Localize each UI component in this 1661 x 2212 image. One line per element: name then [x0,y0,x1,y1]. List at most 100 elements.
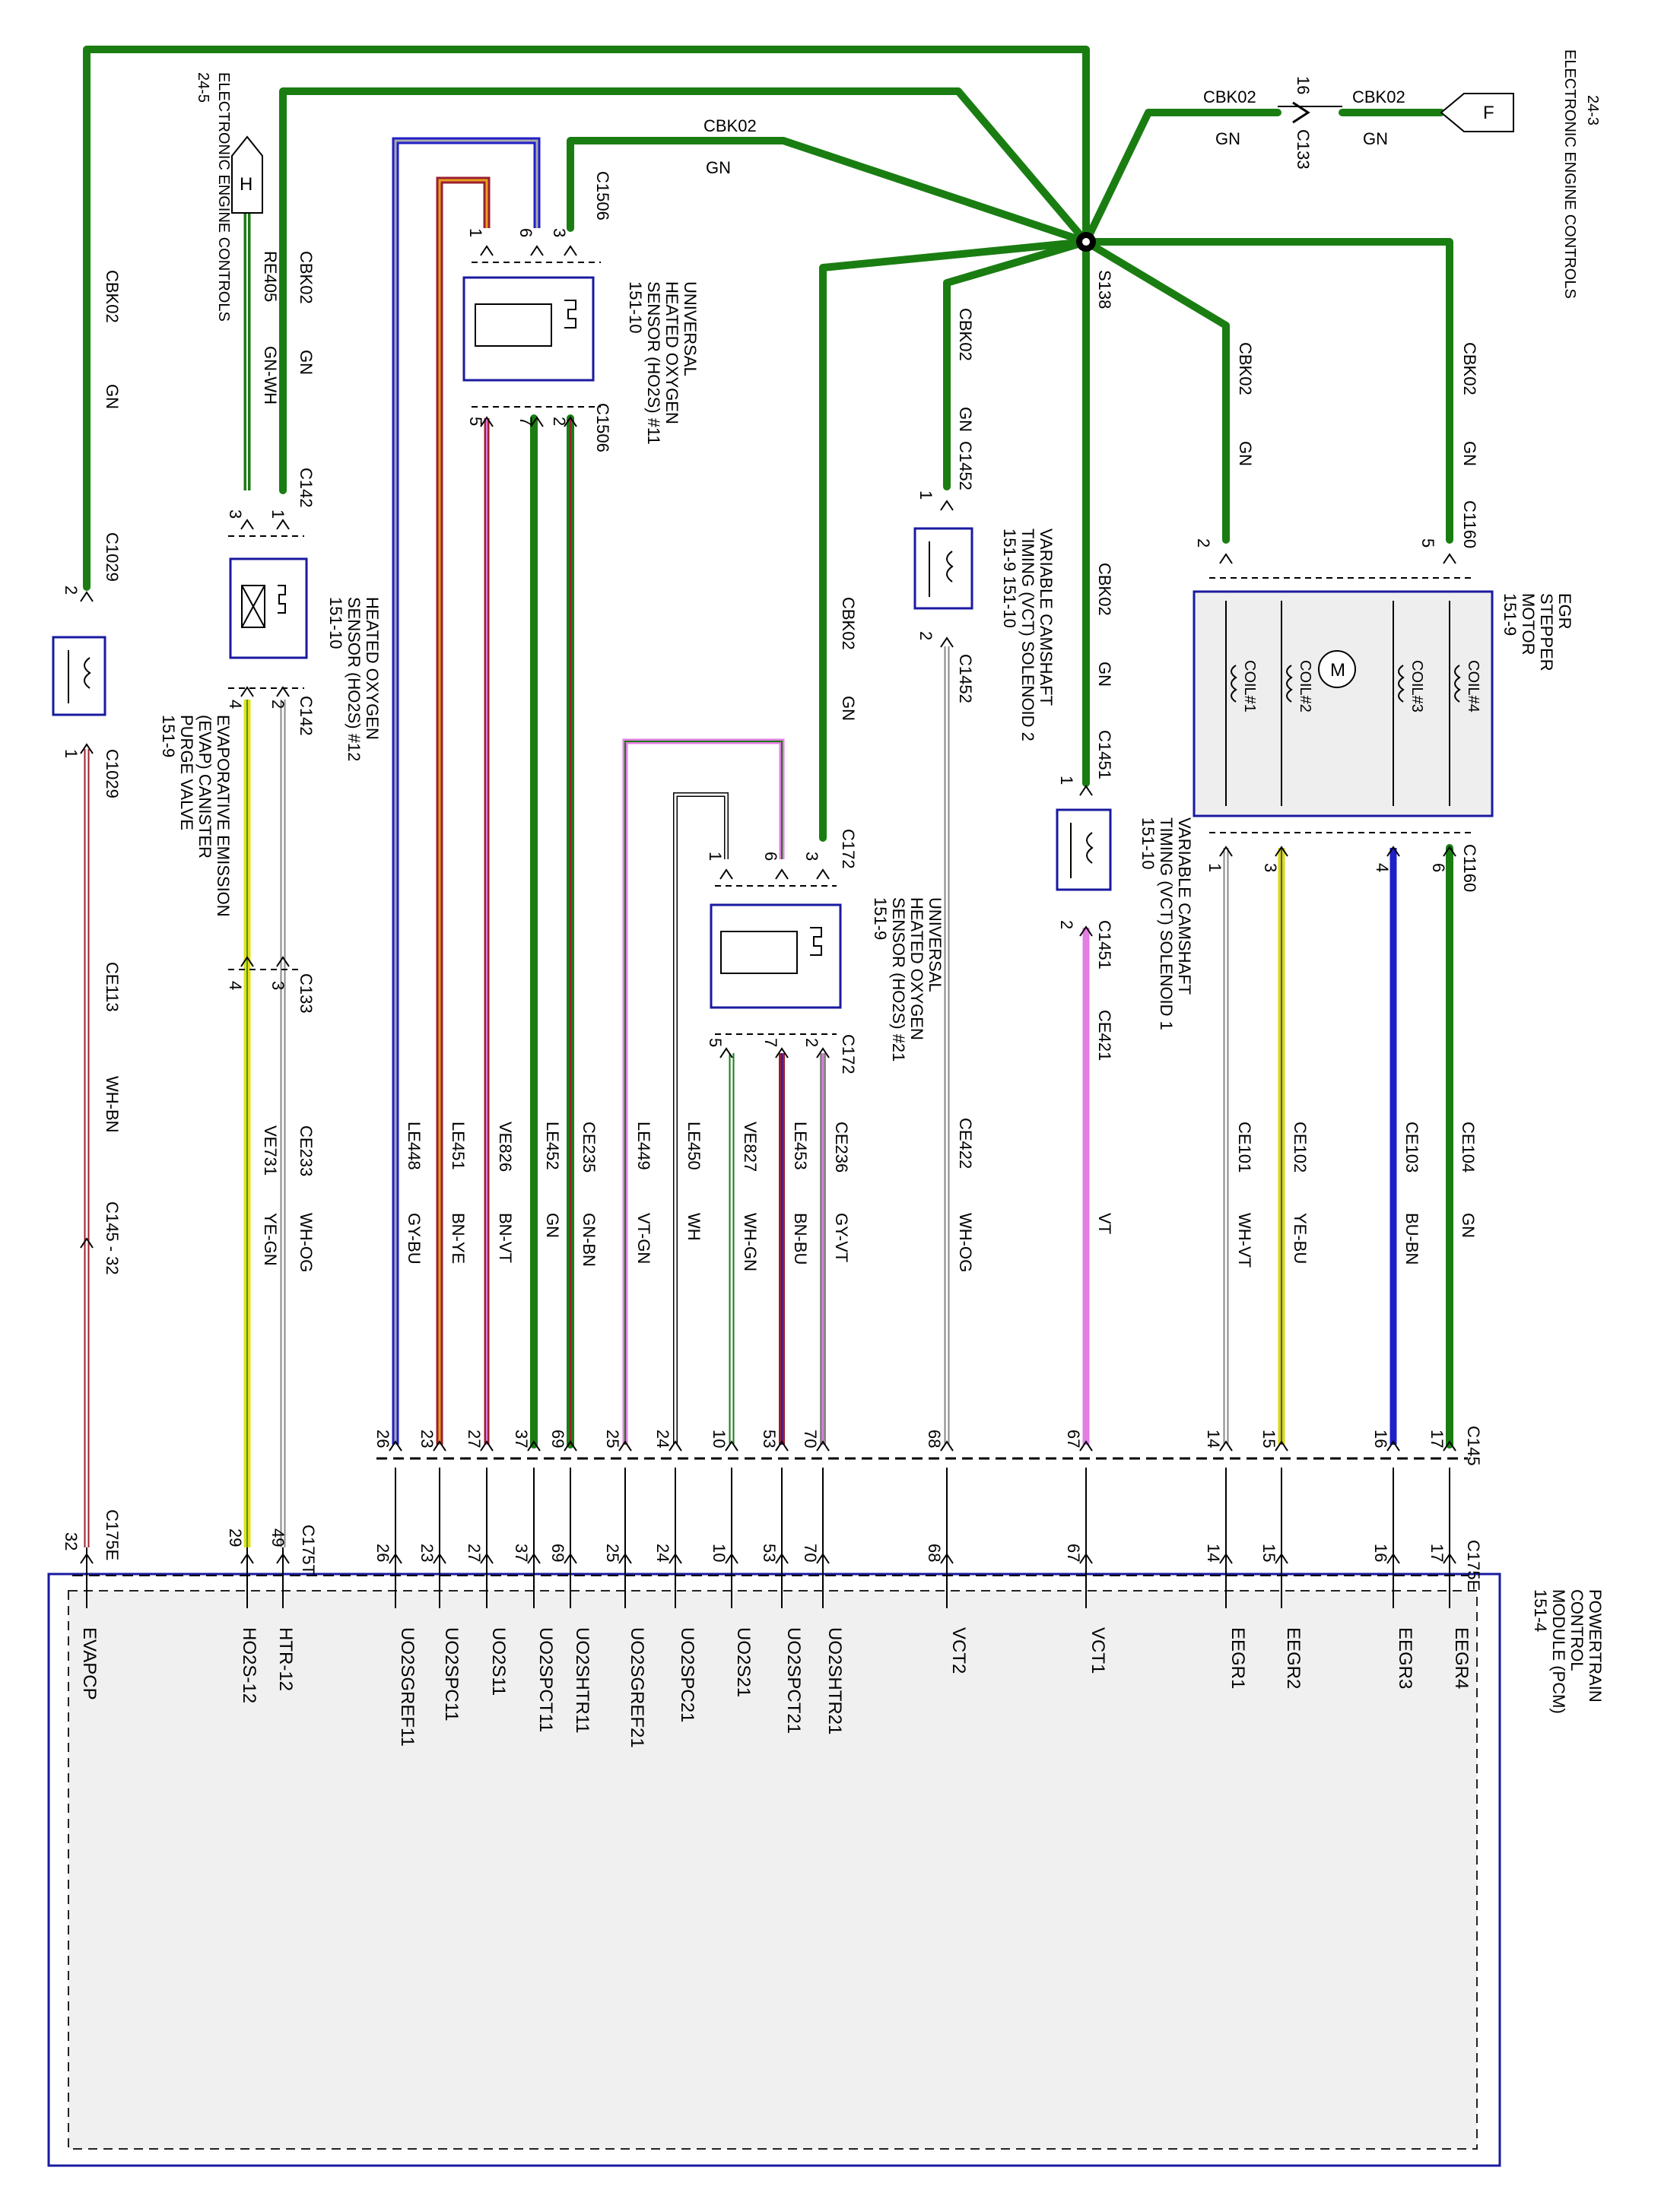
c175e-pin-67: 67 [1064,1544,1083,1562]
pin-arrow [816,1440,830,1452]
egr-feed-b-circuit: CBK02 [1460,342,1479,395]
wire-le449-circuit: LE449 [634,1122,653,1170]
uho2s21-pin-top-2: 3 [802,852,821,861]
splice-s138-label: S138 [1095,270,1114,309]
pcm-signal-uo2spc21: UO2SPC21 [677,1627,697,1722]
egr-motor-symbol [1318,650,1356,688]
evap-feed-circuit: CBK02 [103,270,122,323]
wire-ce103-circuit: CE103 [1402,1122,1421,1173]
c175e-pin-53: 53 [760,1544,779,1562]
pin-arrow [1079,1440,1093,1452]
svg-text:STEPPER: STEPPER [1537,593,1556,671]
wire-le452-circuit: LE452 [543,1122,562,1170]
uho2s21-pin-top-0: 1 [706,852,725,861]
wire-ce235-circuit: CE235 [580,1122,599,1173]
ho2s12-feed-a-color: GN [297,350,316,375]
pin-arrow [276,519,290,530]
c175e-pin-68: 68 [925,1544,944,1562]
evap-pin-bottom: 1 [62,749,81,758]
wire-ve827-circuit: VE827 [741,1122,760,1172]
svg-text:SENSOR (HO2S) #11: SENSOR (HO2S) #11 [644,281,663,445]
evap-pcm-signal: EVAPCP [79,1627,100,1700]
wire-ce102-circuit: CE102 [1291,1122,1310,1173]
pin-arrow [564,416,577,427]
pin-arrow [940,1440,954,1452]
egr-conn-top: C1160 [1460,500,1479,548]
svg-text:151-9: 151-9 [159,715,178,757]
wire-ce236-color: GY-VT [832,1213,851,1262]
ho2s12-wire-b-circuit: VE731 [261,1125,280,1176]
evap-pin-1 [80,743,94,754]
vct2-conn-bottom: C1452 [956,654,975,703]
c145-label: C145 [1464,1426,1483,1466]
wire-le452-color: GN [543,1213,562,1238]
c175e-pin-26: 26 [373,1544,392,1562]
uho2s11-pin-bottom-0: 5 [466,417,485,426]
svg-text:TIMING (VCT) SOLENOID 1: TIMING (VCT) SOLENOID 1 [1157,817,1176,1030]
svg-text:HEATED OXYGEN: HEATED OXYGEN [907,897,926,1040]
pin-arrow [1079,925,1093,937]
c175e-pin-27: 27 [465,1544,484,1562]
wire-le448 [392,137,541,1445]
vct1-feed-circuit: CBK02 [1095,563,1114,616]
vct1-conn-top: C1451 [1095,730,1114,779]
pin-arrow [1219,1553,1233,1564]
c145-pin-70: 70 [801,1430,820,1448]
pin-arrow [775,1440,789,1452]
pin-arrow [816,1047,830,1058]
connector-h-label: H [240,174,252,195]
pin-arrow [940,500,954,511]
vct2-solenoid-box [913,527,973,610]
wire-le451-circuit: LE451 [449,1122,468,1170]
pin-arrow [618,1553,632,1564]
svg-text:GN: GN [1215,129,1240,148]
pin-arrow [725,1553,738,1564]
ho2s12-c133-name: C133 [297,973,316,1014]
svg-text:EVAPORATIVE EMISSION: EVAPORATIVE EMISSION [214,715,233,917]
pin-arrow [1275,1553,1288,1564]
wire-ve826-color: BN-VT [496,1213,515,1263]
ho2s12-c133-pin-3: 3 [268,981,287,990]
evap-splice-conn: C145 - 32 [103,1201,122,1275]
label-cbk02-main: CBK02 [703,116,757,135]
pin-arrow [1275,846,1288,857]
wire-le450 [673,792,729,1445]
pin-arrow [719,868,733,880]
pin-arrow [530,245,544,256]
ho2s12-pcm-signal-b: HO2S-12 [239,1627,259,1703]
c175e-label: C175E [1464,1540,1483,1591]
c145-pin-69: 69 [548,1430,567,1448]
wire-ce235-color: GN-BN [580,1213,599,1267]
coil-1-label: COIL#1 [1241,660,1258,712]
pin-arrow [775,868,789,880]
uho2s11-pin-top-2: 3 [550,228,569,237]
evap-purge-valve-box [52,636,106,716]
label-cbk02-c133-left: CBK02 [1203,87,1256,106]
uho2s21-title: UNIVERSAL HEATED OXYGEN SENSOR (HO2S) #2… [871,897,945,1062]
pin-arrow [530,416,544,427]
evap-pin-top: 2 [62,586,81,595]
uho2s21-feed-circuit: CBK02 [839,597,858,650]
c175e-pin-16: 16 [1371,1544,1390,1562]
pcm-signal-uo2spc11: UO2SPC11 [441,1627,462,1722]
pin-arrow [775,1553,789,1564]
vct2-conn-top: C1452 [956,441,975,490]
c175e-pin-17: 17 [1428,1544,1447,1562]
wire-ve827-color: WH-GN [741,1213,760,1271]
label-cbk02-c133-right: CBK02 [1352,87,1405,106]
pin-arrow [527,1553,541,1564]
svg-text:VARIABLE CAMSHAFT: VARIABLE CAMSHAFT [1175,817,1194,995]
ho2s12-pcm-conn: C175T [299,1525,318,1575]
pin-arrows [80,245,1456,1564]
pin-arrow [564,1553,577,1564]
wire-ve826-circuit: VE826 [496,1122,515,1172]
vct1-solenoid-box [1056,808,1112,891]
pcm-signal-eegr1: EEGR1 [1227,1627,1248,1689]
svg-text:(EVAP) CANISTER: (EVAP) CANISTER [195,715,214,858]
pin-arrow [1443,1553,1456,1564]
pin-arrow [1443,846,1456,857]
svg-text:16: 16 [1294,76,1313,94]
connector-f-flag [1440,93,1514,132]
c145-pin-68: 68 [925,1430,944,1448]
